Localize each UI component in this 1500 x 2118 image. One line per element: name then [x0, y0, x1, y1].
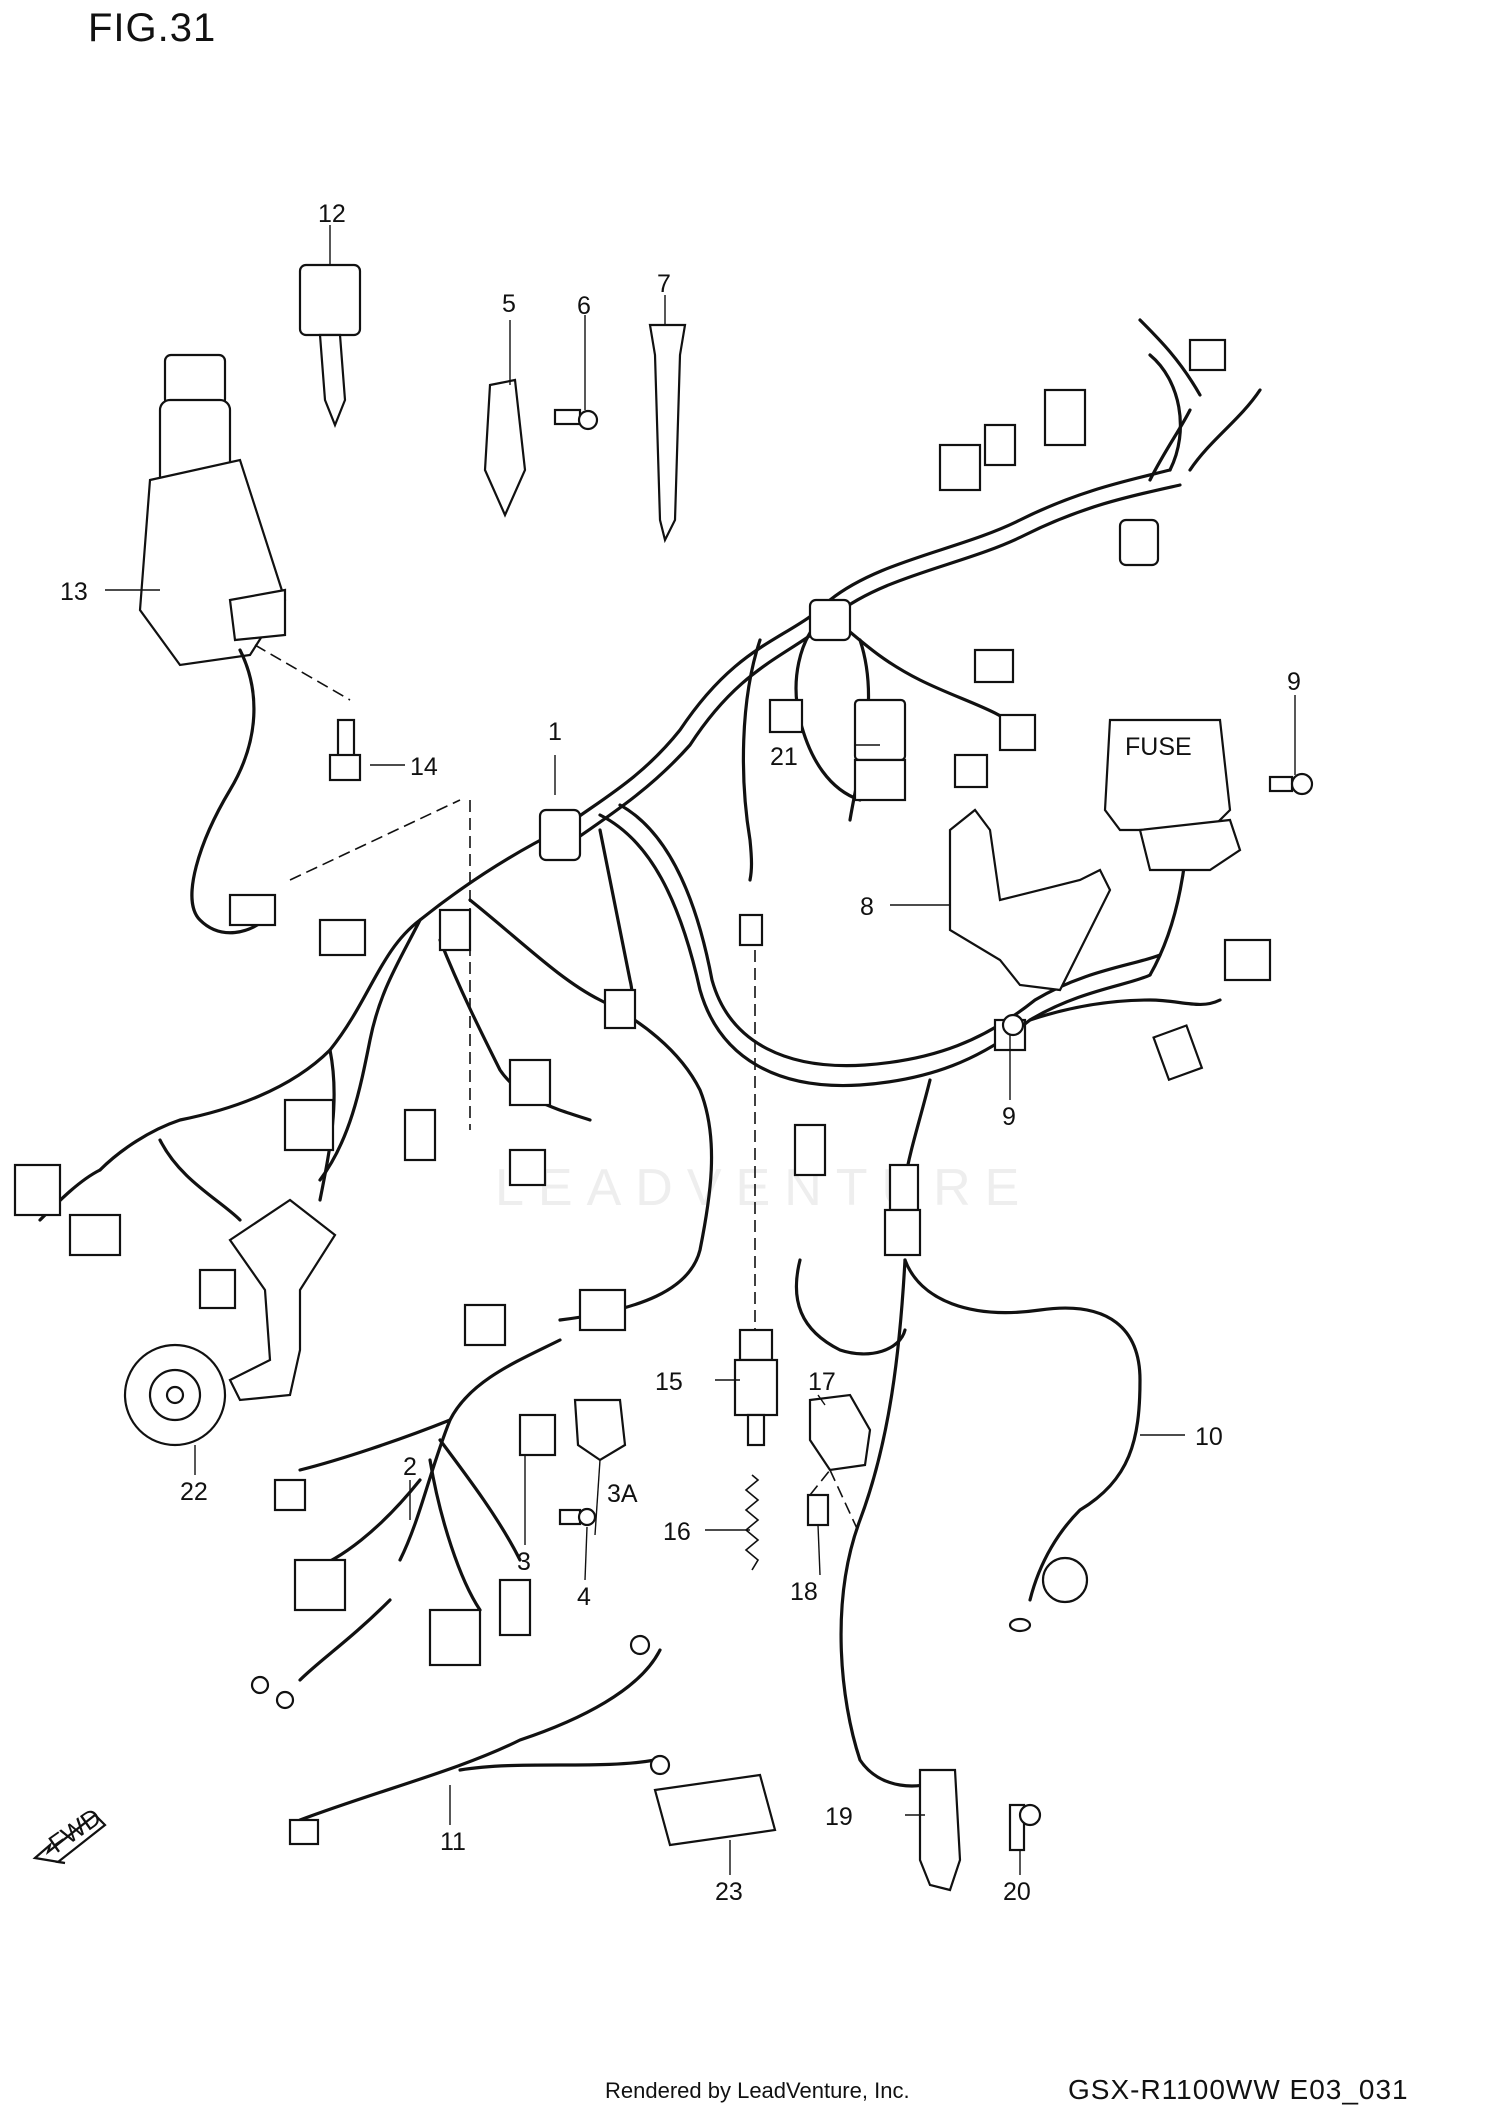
- callout-3a: 3A: [607, 1480, 638, 1508]
- callout-5: 5: [502, 290, 516, 318]
- bolt-9-upper-head: [1290, 772, 1314, 796]
- return-spring: [744, 1474, 760, 1571]
- callout-8: 8: [860, 893, 874, 921]
- fuse-label: FUSE: [1125, 733, 1192, 761]
- callout-14: 14: [410, 753, 438, 781]
- fuse-box: [1103, 718, 1242, 872]
- callout-20: 20: [1003, 1878, 1031, 1906]
- callout-6: 6: [577, 292, 591, 320]
- figure-title: FIG.31: [88, 6, 217, 50]
- fwd-arrow-icon: [32, 1813, 107, 1865]
- callout-1: 1: [548, 718, 562, 746]
- callout-21: 21: [770, 743, 798, 771]
- fwd-label: FWD: [44, 1803, 107, 1859]
- bolt-9-upper: [1268, 775, 1294, 793]
- callout-12: 12: [318, 200, 346, 228]
- callout-4: 4: [577, 1583, 591, 1611]
- harness-connectors: [13, 338, 1272, 1347]
- callout-22: 22: [180, 1478, 208, 1506]
- ignition-switch: [138, 353, 287, 935]
- callout-9-lower: 9: [1002, 1103, 1016, 1131]
- callout-3: 3: [517, 1548, 531, 1576]
- callout-17: 17: [808, 1368, 836, 1396]
- alignment-line-13: [254, 644, 351, 701]
- caution-label: [653, 1773, 777, 1847]
- watermark: LEADVENTURE: [495, 1159, 1034, 1217]
- horn: [123, 1198, 337, 1447]
- model-code: GSX-R1100WW E03_031: [1068, 2074, 1409, 2105]
- callout-10: 10: [1195, 1423, 1223, 1451]
- ignition-key: [298, 263, 362, 428]
- fuse-box-bracket: [948, 808, 1112, 992]
- relay: [853, 698, 907, 802]
- rendered-by-credit: Rendered by LeadVenture, Inc.: [605, 2078, 910, 2103]
- callout-9-upper: 9: [1287, 668, 1301, 696]
- side-stand-switch: [918, 1768, 1042, 1892]
- bolt-14: [328, 718, 362, 782]
- leader-lines: [105, 225, 1296, 1875]
- bolt-18: [806, 1493, 830, 1527]
- callout-16: 16: [663, 1518, 691, 1546]
- bolt-9-lower: [1001, 1013, 1025, 1037]
- callout-19: 19: [825, 1803, 853, 1831]
- callout-23: 23: [715, 1878, 743, 1906]
- switch-lead: [794, 1258, 1142, 1788]
- clamps: [518, 1398, 627, 1527]
- callout-2: 2: [403, 1453, 417, 1481]
- callout-13: 13: [60, 578, 88, 606]
- alignment-line-17: [809, 1469, 861, 1536]
- switch-cover: [808, 1393, 872, 1472]
- clamp-bolt-tie: [483, 323, 687, 544]
- callout-15: 15: [655, 1368, 683, 1396]
- callout-7: 7: [657, 270, 671, 298]
- ground-lead: [288, 1634, 671, 1846]
- brake-light-switch: [733, 1328, 779, 1447]
- callout-18: 18: [790, 1578, 818, 1606]
- alignment-line-13b: [289, 799, 461, 881]
- callout-11: 11: [440, 1828, 466, 1856]
- sub-wiring-harness: [250, 1338, 562, 1710]
